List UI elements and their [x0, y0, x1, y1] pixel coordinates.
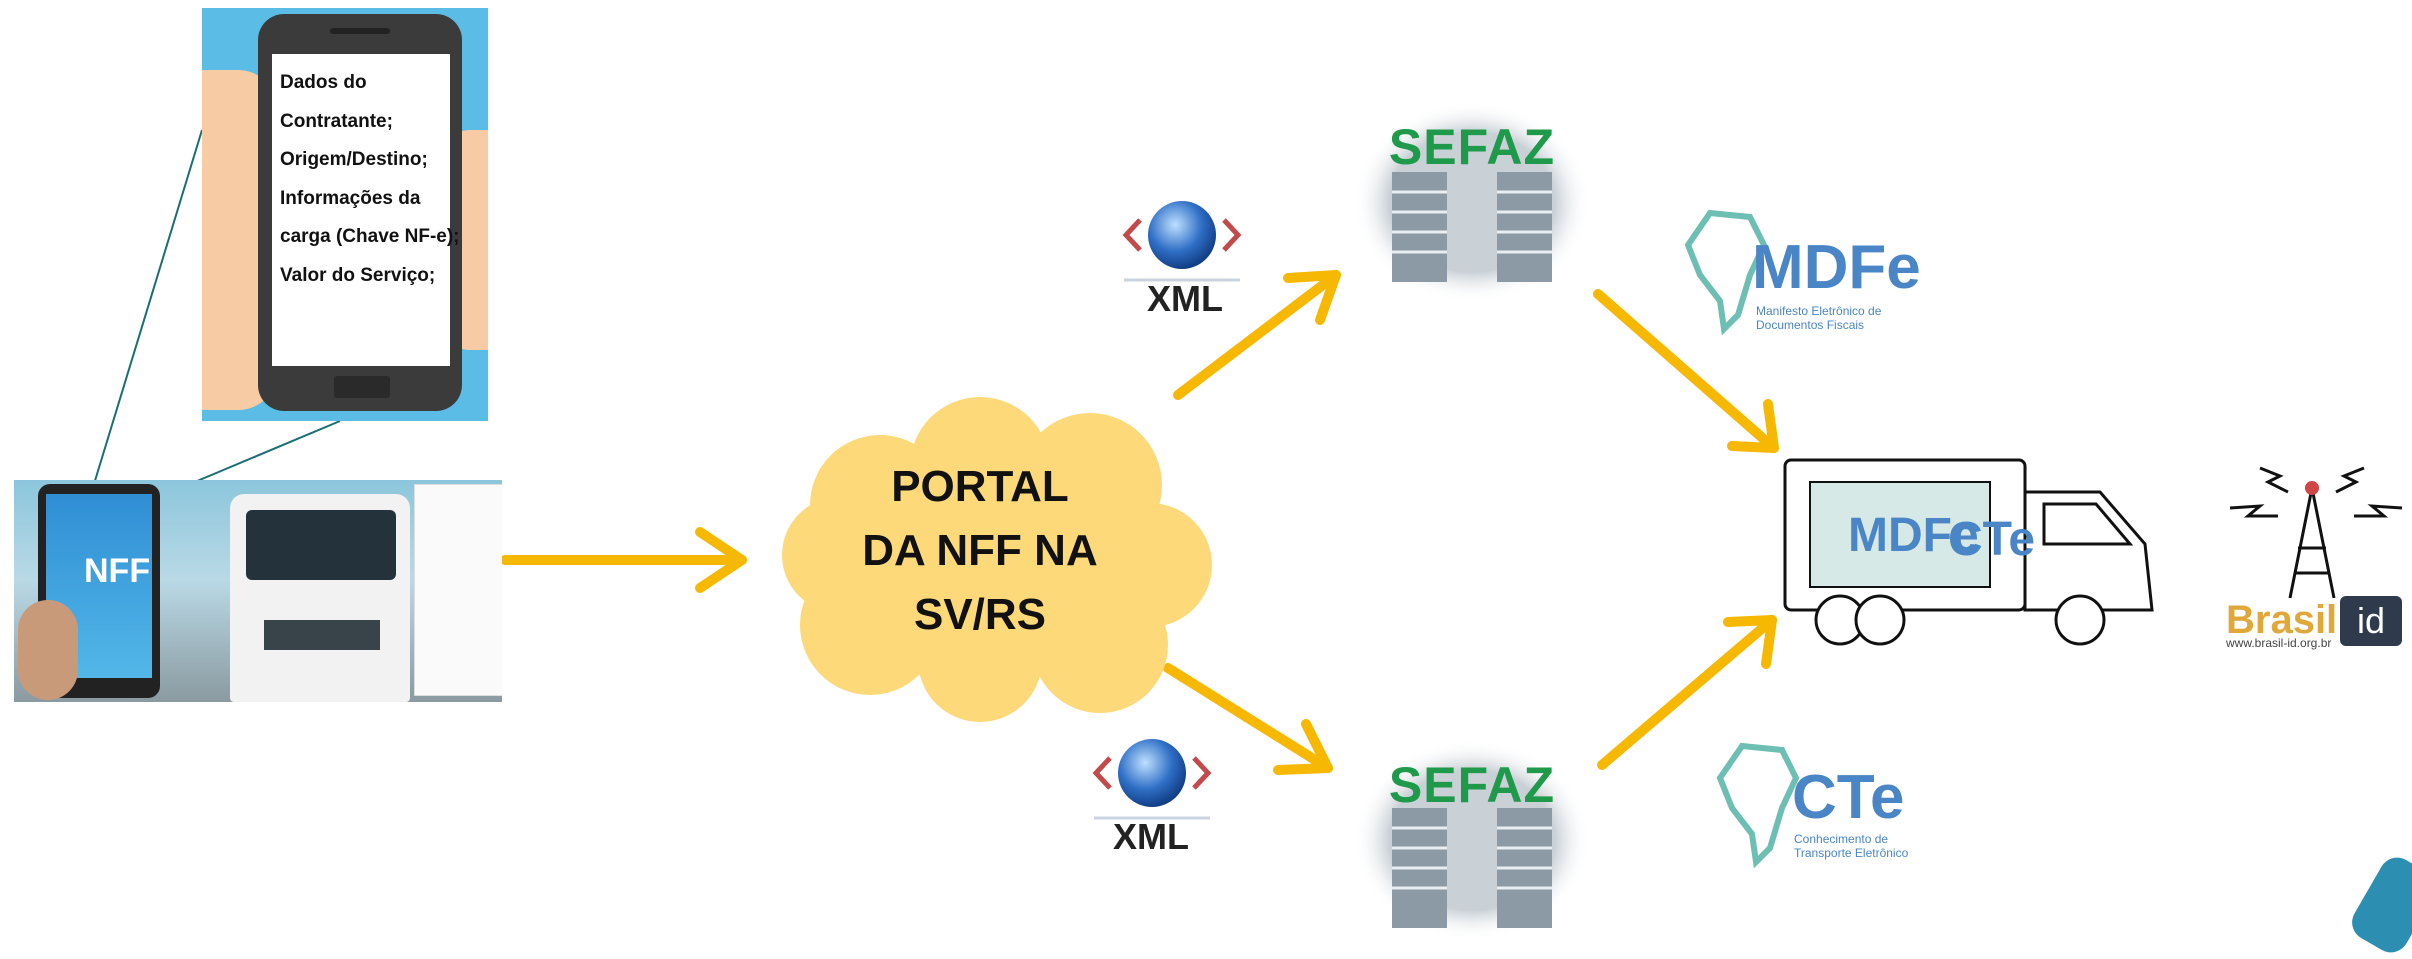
sefaz-building-top	[1354, 102, 1590, 302]
phone-line: Informações da	[280, 187, 421, 209]
callout-line-right	[189, 420, 341, 485]
antenna-tower-icon	[2229, 466, 2403, 598]
callout-line-left	[93, 129, 203, 485]
photo-truck-grille	[264, 620, 380, 650]
xml-label-bottom: XML	[1113, 816, 1189, 857]
phone-home-button	[334, 376, 390, 398]
arrow-portal-to-sefaz-bottom	[1163, 663, 1333, 775]
portal-line: SV/RS	[913, 590, 1047, 639]
phone-line: Dados do	[280, 72, 367, 93]
sefaz-title-bottom: SEFAZ	[1388, 757, 1556, 813]
truck-illustration	[1783, 458, 2154, 646]
phone-line: Contratante;	[280, 110, 393, 132]
arrow-portal-to-sefaz-top	[1173, 270, 1341, 400]
portal-cloud	[782, 397, 1212, 722]
cte-logo-subtitle-2: Transporte Eletrônico	[1794, 846, 1909, 860]
mdfe-logo-subtitle-1: Manifesto Eletrônico de	[1756, 304, 1882, 318]
brasil-id-logo-word: Brasil	[2226, 598, 2338, 642]
phone-line: Origem/Destino;	[280, 149, 428, 170]
truck-mdfe-label: MDFe	[1848, 509, 1979, 562]
portal-label: PORTAL DA NFF NA SV/RS	[830, 455, 1130, 647]
mdfe-logo-subtitle-2: Documentos Fiscais	[1756, 318, 1865, 332]
photo-hand	[18, 600, 78, 700]
portal-line: DA NFF NA	[862, 526, 1098, 575]
cte-logo-title: CTe	[1792, 763, 1905, 832]
xml-label-top: XML	[1147, 278, 1223, 319]
phone-speaker	[330, 28, 390, 34]
sefaz-building-bottom	[1354, 740, 1590, 940]
truck-cte-label: CTe	[1948, 513, 2036, 566]
mdfe-logo-title: MDFe	[1752, 233, 1921, 302]
brazil-map-icon-cte	[1716, 742, 1800, 868]
phone-line: carga (Chave NF-e);	[280, 226, 460, 247]
portal-line: PORTAL	[891, 462, 1069, 511]
phone-screen	[272, 54, 450, 366]
sefaz-title-top: SEFAZ	[1388, 119, 1556, 175]
xml-icon-bottom	[1092, 739, 1212, 820]
brasil-id-logo-badge: id	[2340, 596, 2402, 646]
nff-app-truck-photo: NFF	[14, 480, 502, 702]
brazil-map-icon-mdfe	[1684, 209, 1768, 335]
xml-icon-top	[1122, 201, 1242, 282]
nff-logo: NFF	[84, 552, 151, 590]
phone-screen-text: Dados do Contratante; Origem/Destino; In…	[280, 64, 480, 295]
brasil-id-url: www.brasil-id.org.br	[2226, 636, 2332, 650]
photo-truck-windshield	[246, 510, 396, 580]
phone-line: Valor do Serviço;	[280, 264, 436, 286]
arrow-sefaz-bottom-to-truck	[1597, 615, 1777, 770]
arrow-photo-to-portal	[500, 527, 747, 593]
arrow-sefaz-top-to-truck	[1593, 289, 1779, 453]
photo-truck-trailer	[414, 484, 502, 696]
cte-logo-subtitle-1: Conhecimento de	[1794, 832, 1889, 846]
